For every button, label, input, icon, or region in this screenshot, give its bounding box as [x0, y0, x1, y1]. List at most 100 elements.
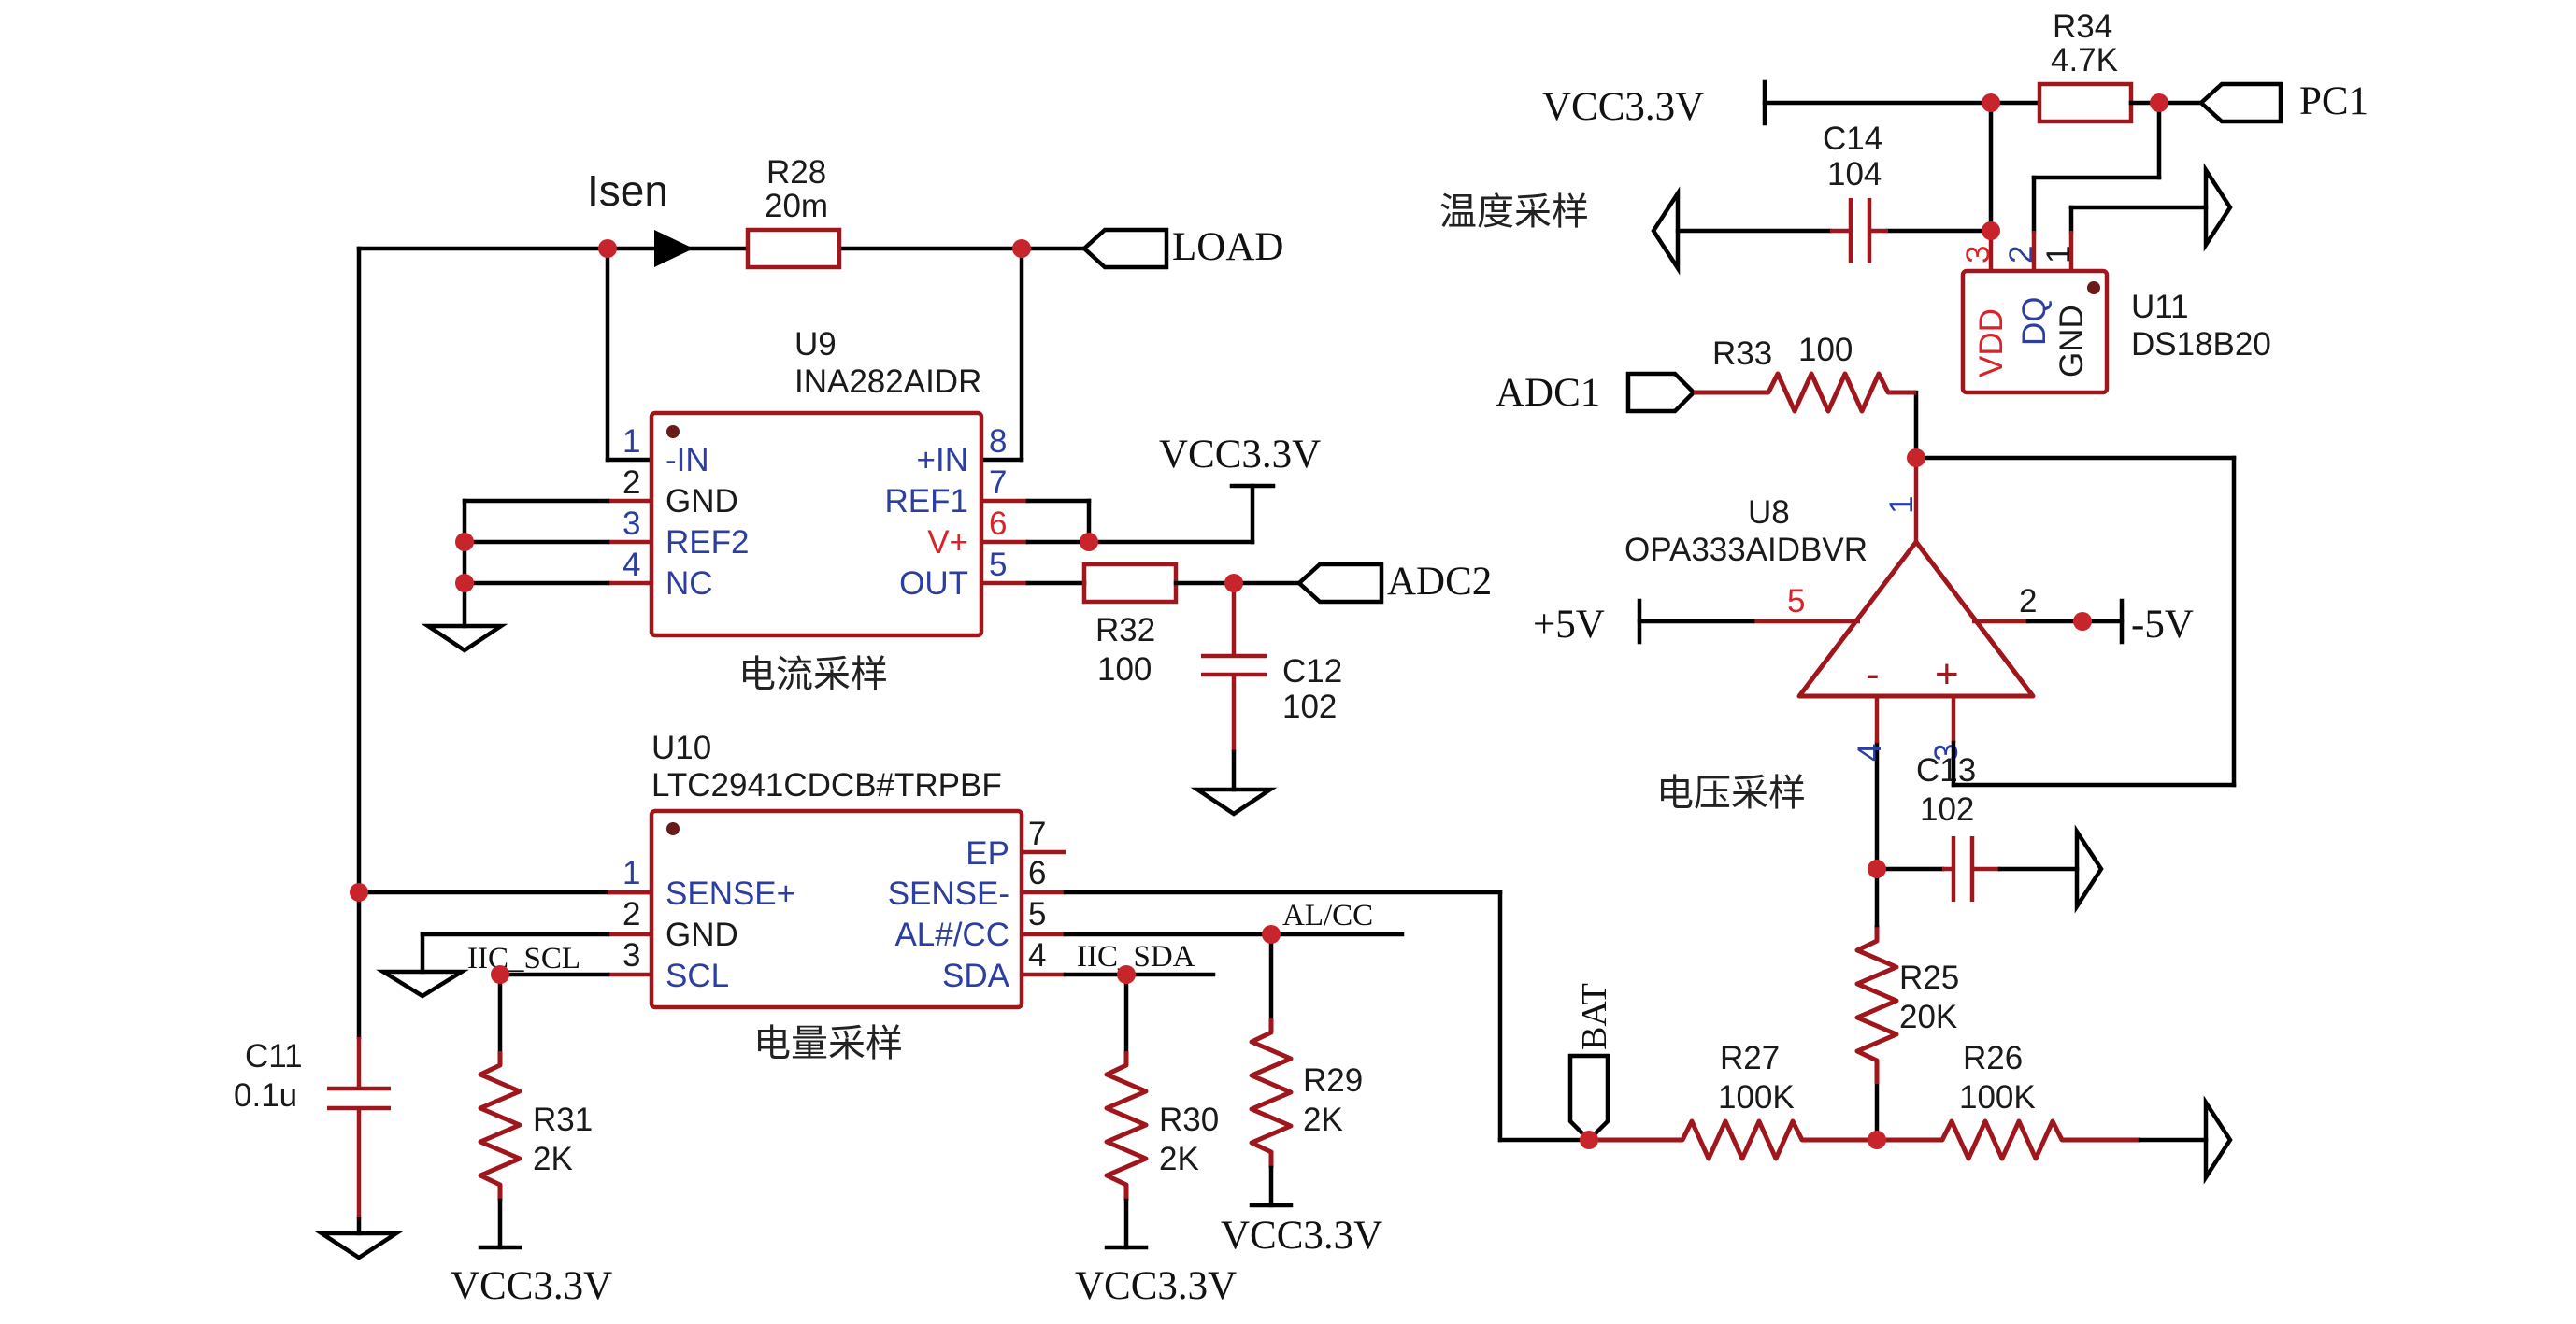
r33-value: 100 [1798, 332, 1853, 368]
junction [1868, 1131, 1886, 1149]
u10-pin2-name: GND [665, 917, 738, 953]
u9-right-pins: 8 7 6 5 +IN REF1 V+ OUT [885, 423, 1028, 602]
u10-pin4-name: SDA [942, 958, 1010, 994]
u9-ground-network [462, 498, 610, 629]
vcc-label-r29: VCC3.3V [1221, 1214, 1382, 1258]
ground-symbol-u9 [421, 623, 508, 653]
u8-pin5-num: 5 [1787, 583, 1805, 619]
r31-ref: R31 [533, 1102, 593, 1138]
junction [1262, 925, 1281, 944]
junction [1580, 1131, 1598, 1149]
isen-label: Isen [587, 166, 668, 215]
u10-pin5-num: 5 [1028, 896, 1046, 932]
u9-pin8-num: 8 [989, 423, 1007, 460]
r32-ref: R32 [1095, 612, 1155, 648]
u8-supply-network: +5V -5V [1533, 598, 2194, 647]
u11-pin2-name: DQ [2016, 297, 2053, 347]
u9-ref: U9 [794, 326, 837, 363]
r29: R29 2K VCC3.3V [1221, 1018, 1382, 1258]
u9-pin1-num: 1 [623, 423, 640, 460]
r29-value: 2K [1303, 1102, 1343, 1138]
r31: R31 2K VCC3.3V [451, 1051, 612, 1308]
r27-value: 100K [1718, 1079, 1795, 1116]
junction [1080, 533, 1098, 551]
u11-pin3-num: 3 [1960, 246, 1996, 263]
u9-left-pins: 1 2 3 4 -IN GND REF2 NC [608, 423, 749, 602]
al-cc-label: AL/CC [1282, 899, 1373, 932]
r33-ref: R33 [1712, 335, 1772, 372]
u11-pin3-name: VDD [1973, 308, 2010, 377]
r27-ref: R27 [1720, 1040, 1780, 1076]
u9-pin5-name: OUT [899, 565, 968, 602]
u10-pin7-name: EP [966, 835, 1009, 872]
u8-pin2-num: 2 [2019, 583, 2037, 619]
junction-dots [350, 93, 2168, 1149]
r34: R34 4.7K [1988, 8, 2162, 124]
u10-right-network: IIC_SDA AL/CC [1063, 890, 1592, 1143]
u8-pin1-num: 1 [1883, 496, 1920, 514]
junction [1117, 965, 1136, 984]
u9-pin8-name: +IN [917, 442, 968, 478]
c11: C11 0.1u [234, 1037, 391, 1236]
u9-pin4-name: NC [665, 565, 713, 602]
u10-pin1-num: 1 [623, 855, 640, 891]
u9-pin5-num: 5 [989, 547, 1007, 583]
junction [598, 239, 617, 258]
u11-ds18b20: 3 2 1 VDD DQ GND U11 DS18B20 [1960, 231, 2271, 395]
u10-pin6-name: SENSE- [888, 876, 1009, 912]
u10-pin3-num: 3 [623, 937, 640, 974]
junction [491, 965, 509, 984]
u8-pin4-num: 4 [1852, 744, 1888, 762]
c13: C13 102 [1874, 752, 2080, 902]
junction [1224, 574, 1243, 592]
r26-ref: R26 [1963, 1040, 2023, 1076]
u9-pin7-name: REF1 [885, 483, 968, 520]
junction [1868, 860, 1886, 878]
u10-ref: U10 [651, 730, 711, 766]
u9-supply-network: VCC3.3V [1025, 433, 1321, 545]
u10-left-pins: 1 2 3 SENSE+ GND SCL [608, 855, 795, 994]
junction [1982, 93, 2000, 112]
load-label: LOAD [1172, 225, 1283, 269]
minus5v-label: -5V [2131, 603, 2194, 647]
u10-section-label: 电量采样 [753, 1022, 903, 1065]
u9-pin3-name: REF2 [665, 524, 749, 561]
u10-pin3-name: SCL [665, 958, 729, 994]
vcc-label-r30: VCC3.3V [1075, 1264, 1237, 1308]
u10-pin6-num: 6 [1028, 855, 1046, 891]
r25-ref: R25 [1899, 960, 1959, 996]
u8-ref: U8 [1748, 494, 1790, 531]
r30-value: 2K [1159, 1141, 1199, 1177]
current-direction-arrow [654, 230, 694, 267]
vcc-label-temp: VCC3.3V [1542, 85, 1704, 129]
u10-gnd-scl-network: IIC_SCL [420, 932, 610, 1054]
u10-pin7-num: 7 [1028, 816, 1046, 852]
iic-sda-label: IIC_SDA [1077, 940, 1195, 974]
adc1-label: ADC1 [1496, 371, 1600, 415]
c14-value: 104 [1827, 156, 1882, 192]
ground-symbol-c12 [1190, 787, 1278, 817]
u10-pin5-name: AL#/CC [894, 917, 1009, 953]
u9-ina282: U9 INA282AIDR 电流采样 [649, 326, 984, 696]
junction [1012, 239, 1031, 258]
u8-plus-sign: + [1935, 651, 1959, 697]
u10-pin1-name: SENSE+ [665, 876, 795, 912]
r30-ref: R30 [1159, 1102, 1219, 1138]
u10-part: LTC2941CDCB#TRPBF [651, 767, 1002, 804]
c14-ref: C14 [1823, 121, 1882, 157]
r30: R30 2K VCC3.3V [1075, 1051, 1237, 1308]
junction [2150, 93, 2168, 112]
ground-symbol-temp-left [1651, 186, 1681, 276]
c12: C12 102 [1201, 583, 1342, 792]
u10-right-pins: 7 6 5 4 EP SENSE- AL#/CC SDA [888, 816, 1066, 994]
u9-pin4-num: 4 [623, 547, 640, 583]
r26: R26 100K [1877, 1040, 2209, 1161]
r27: R27 100K [1589, 1040, 1877, 1161]
u11-ref: U11 [2131, 289, 2189, 325]
bat-label: BAT [1575, 983, 1614, 1050]
temperature-network: VCC3.3V [1542, 79, 2209, 234]
pc1-port: PC1 [2197, 79, 2368, 124]
temperature-section-label: 温度采样 [1439, 191, 1589, 234]
c12-value: 102 [1282, 689, 1337, 725]
r25: R25 20K [1854, 740, 1959, 1143]
